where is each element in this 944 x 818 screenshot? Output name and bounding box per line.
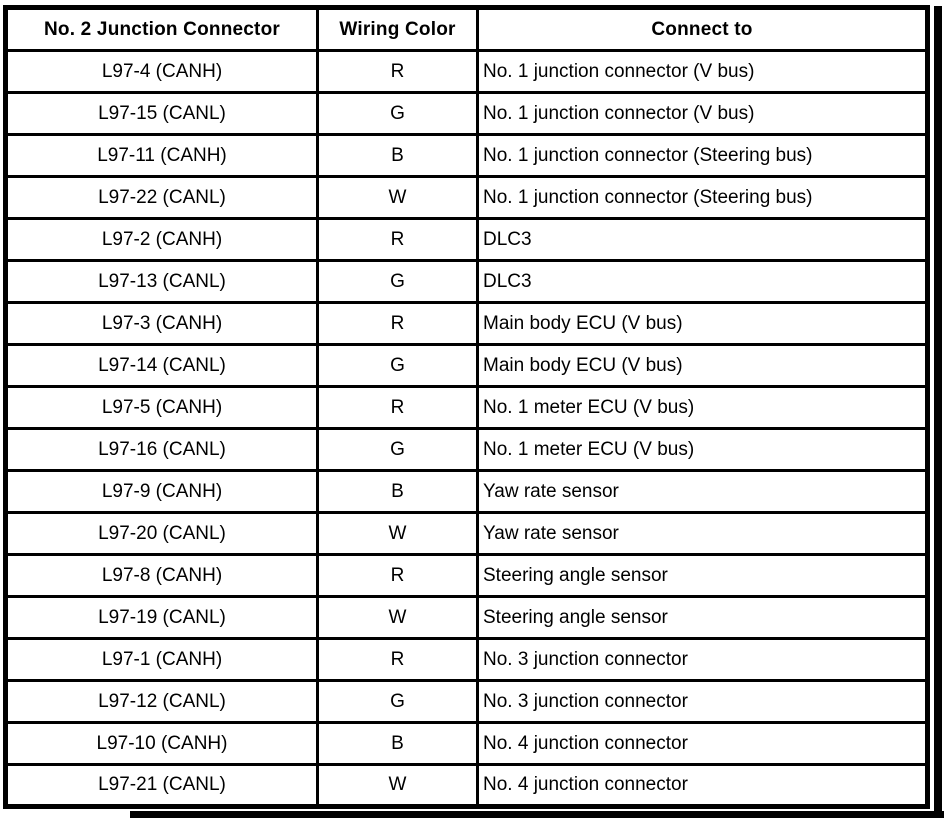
wiring-color-cell: G xyxy=(316,427,479,472)
connect-to-cell: No. 1 meter ECU (V bus) xyxy=(476,385,929,430)
connector-cell: L97-22 (CANL) xyxy=(4,175,319,220)
connector-cell: L97-4 (CANH) xyxy=(4,49,319,94)
connector-cell: L97-5 (CANH) xyxy=(4,385,319,430)
wiring-color-cell: G xyxy=(316,679,479,724)
header-cell-connect-to: Connect to xyxy=(476,6,929,52)
wiring-color-cell: B xyxy=(316,721,479,766)
header-cell-wiring-color: Wiring Color xyxy=(316,6,479,52)
connect-to-cell: No. 3 junction connector xyxy=(476,679,929,724)
wiring-table: No. 2 Junction Connector Wiring Color Co… xyxy=(3,5,930,809)
wiring-color-cell: B xyxy=(316,469,479,514)
connector-cell: L97-14 (CANL) xyxy=(4,343,319,388)
wiring-color-cell: R xyxy=(316,301,479,346)
wiring-color-cell: W xyxy=(316,175,479,220)
connector-cell: L97-2 (CANH) xyxy=(4,217,319,262)
connector-cell: L97-9 (CANH) xyxy=(4,469,319,514)
scan-edge-bottom xyxy=(130,811,944,818)
connector-cell: L97-10 (CANH) xyxy=(4,721,319,766)
connector-cell: L97-3 (CANH) xyxy=(4,301,319,346)
wiring-color-cell: W xyxy=(316,595,479,640)
connect-to-cell: No. 1 junction connector (V bus) xyxy=(476,49,929,94)
connect-to-cell: Steering angle sensor xyxy=(476,553,929,598)
header-cell-connector: No. 2 Junction Connector xyxy=(4,6,319,52)
connect-to-cell: Yaw rate sensor xyxy=(476,469,929,514)
connect-to-cell: No. 4 junction connector xyxy=(476,721,929,766)
wiring-color-cell: R xyxy=(316,637,479,682)
wiring-color-cell: R xyxy=(316,49,479,94)
scan-edge-right xyxy=(934,6,942,818)
wiring-color-cell: R xyxy=(316,553,479,598)
connect-to-cell: No. 1 junction connector (Steering bus) xyxy=(476,133,929,178)
connector-cell: L97-11 (CANH) xyxy=(4,133,319,178)
wiring-color-cell: R xyxy=(316,217,479,262)
connector-cell: L97-1 (CANH) xyxy=(4,637,319,682)
wiring-color-cell: R xyxy=(316,385,479,430)
connect-to-cell: Yaw rate sensor xyxy=(476,511,929,556)
wiring-color-cell: G xyxy=(316,343,479,388)
wiring-table-header: No. 2 Junction Connector Wiring Color Co… xyxy=(4,6,929,52)
connect-to-cell: DLC3 xyxy=(476,259,929,304)
connector-cell: L97-21 (CANL) xyxy=(4,763,319,808)
wiring-color-cell: G xyxy=(316,259,479,304)
connector-cell: L97-8 (CANH) xyxy=(4,553,319,598)
wiring-color-cell: B xyxy=(316,133,479,178)
connect-to-cell: No. 1 junction connector (V bus) xyxy=(476,91,929,136)
wiring-color-cell: W xyxy=(316,511,479,556)
connector-cell: L97-12 (CANL) xyxy=(4,679,319,724)
connect-to-cell: No. 1 meter ECU (V bus) xyxy=(476,427,929,472)
connect-to-cell: No. 1 junction connector (Steering bus) xyxy=(476,175,929,220)
connector-cell: L97-15 (CANL) xyxy=(4,91,319,136)
connect-to-cell: Main body ECU (V bus) xyxy=(476,301,929,346)
connect-to-cell: No. 4 junction connector xyxy=(476,763,929,808)
connector-cell: L97-16 (CANL) xyxy=(4,427,319,472)
connector-cell: L97-13 (CANL) xyxy=(4,259,319,304)
connect-to-cell: No. 3 junction connector xyxy=(476,637,929,682)
connect-to-cell: Main body ECU (V bus) xyxy=(476,343,929,388)
connector-cell: L97-19 (CANL) xyxy=(4,595,319,640)
connector-cell: L97-20 (CANL) xyxy=(4,511,319,556)
connect-to-cell: Steering angle sensor xyxy=(476,595,929,640)
wiring-color-cell: W xyxy=(316,763,479,808)
wiring-color-cell: G xyxy=(316,91,479,136)
connect-to-cell: DLC3 xyxy=(476,217,929,262)
header-row: No. 2 Junction Connector Wiring Color Co… xyxy=(4,6,929,52)
